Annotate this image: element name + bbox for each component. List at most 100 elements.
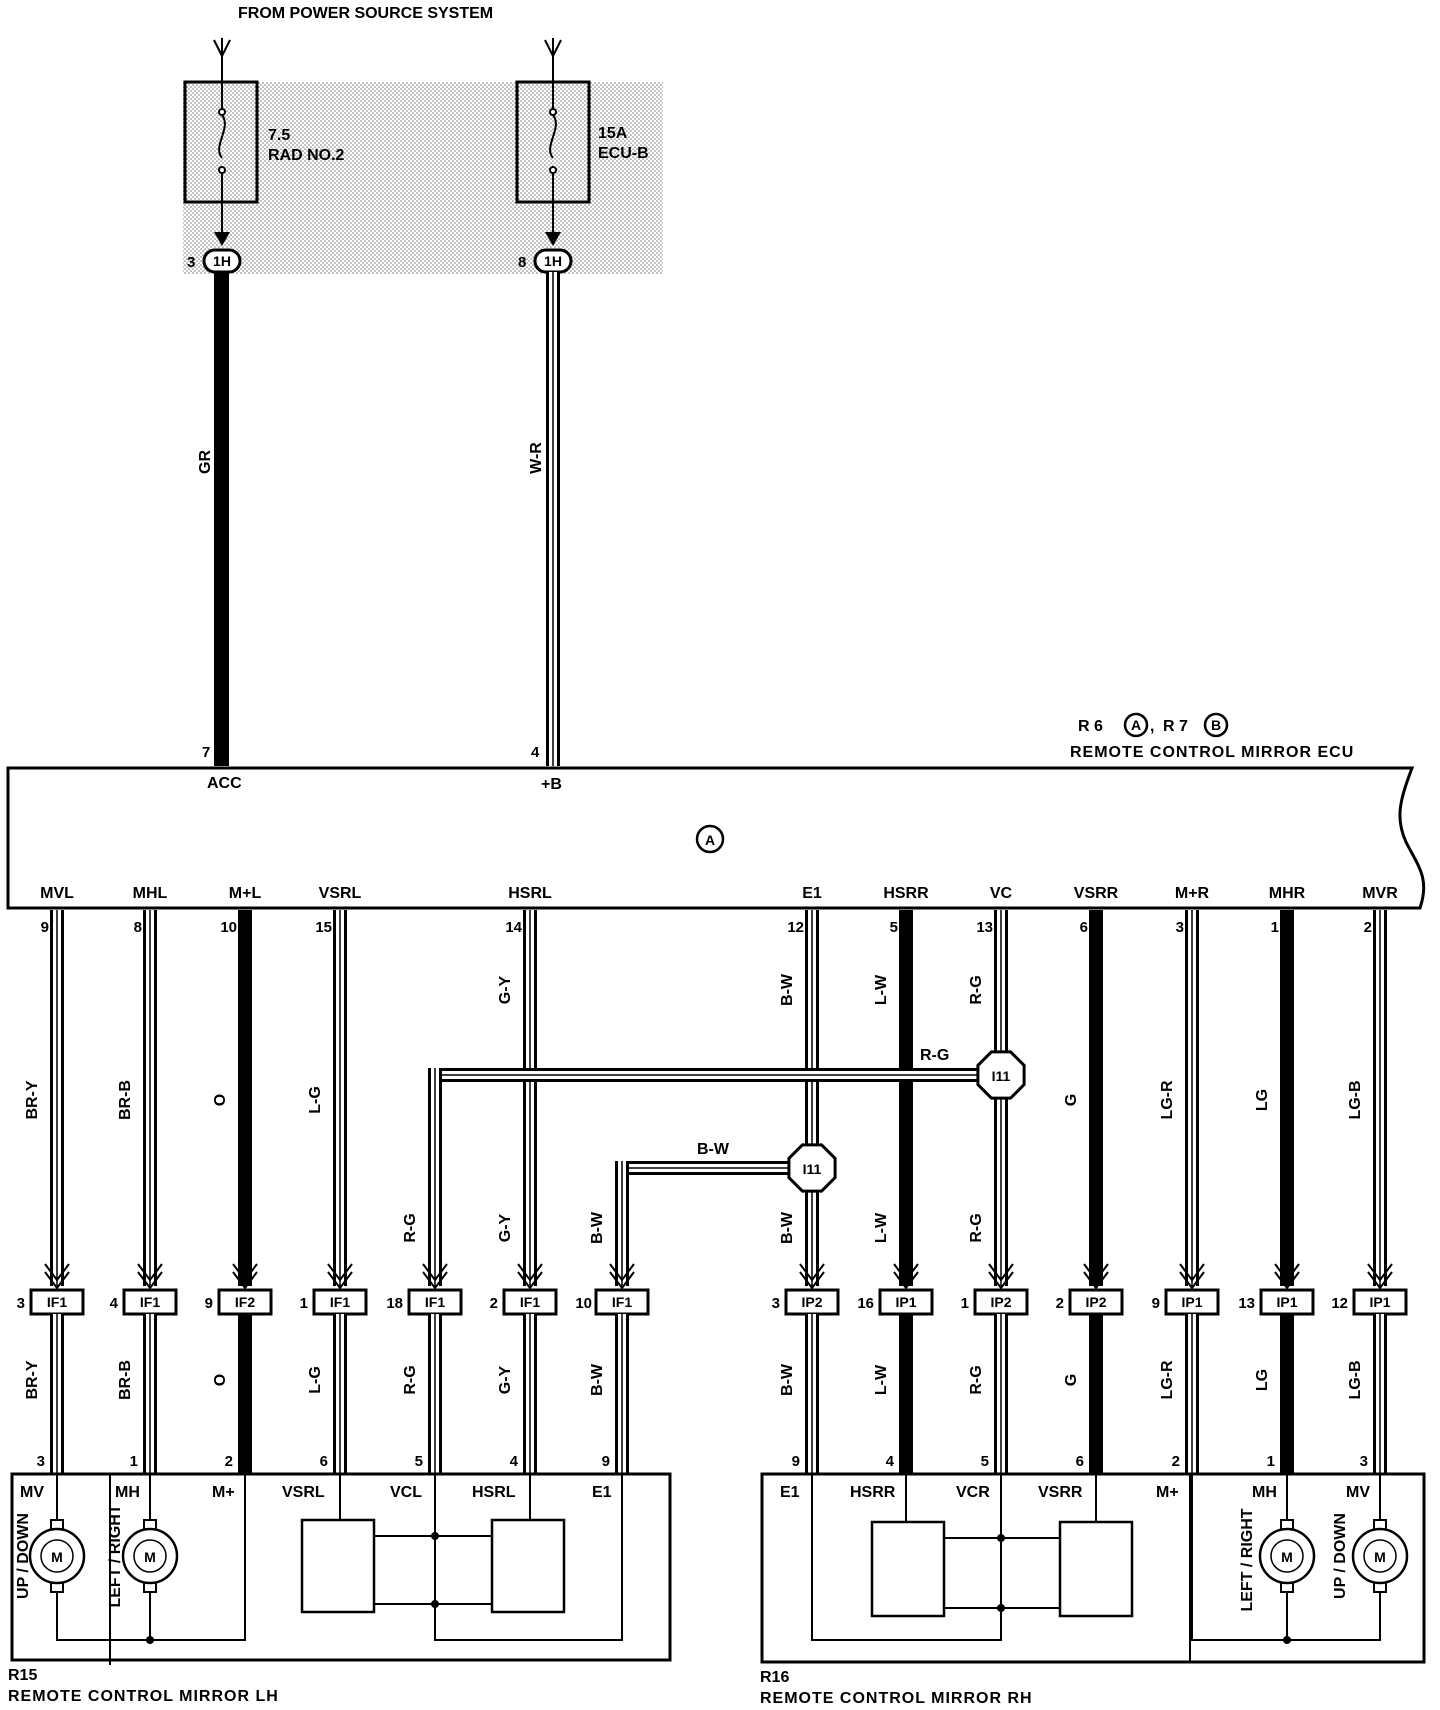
device-pin-mplusr: 2: [1172, 1453, 1180, 1470]
wire-label-lower-branch-rg: R-G: [402, 1365, 419, 1394]
mirror-lh-motor-leftright-symbol: M: [144, 1549, 156, 1565]
wire-label-upper-mhr: LG: [1254, 1089, 1271, 1111]
device-pin-mvr: 3: [1360, 1453, 1368, 1470]
wire-label-lower-vc: R-G: [968, 1365, 985, 1394]
wire-label-rg-mid: R-G: [402, 1213, 419, 1242]
wire-upper-mplusl: [238, 910, 252, 1286]
mirror-rh-box: [760, 1472, 1426, 1664]
arrow-hsrl: [517, 1263, 543, 1290]
wire-label-lower-mplusr: LG-R: [1159, 1360, 1176, 1400]
wire-label-upper-vsrl: L-G: [307, 1086, 324, 1114]
connector-pin-hsrr: 16: [857, 1295, 874, 1312]
arrow-mvr: [1367, 1263, 1393, 1290]
ecu-box: [6, 766, 1426, 910]
arrow-mplusr: [1179, 1263, 1205, 1290]
ecu-terminal-mvl: MVL: [40, 885, 74, 902]
connector-pin-mhr: 13: [1238, 1295, 1255, 1312]
connector-vsrr-label: IP2: [1085, 1294, 1106, 1310]
mirror-rh-label-updown: UP / DOWN: [1332, 1513, 1349, 1599]
ecu-pin-mhr: 1: [1271, 919, 1279, 936]
wire-label-mid-hsrr: L-W: [873, 1212, 890, 1243]
mirror-lh-terminal-vsrl: VSRL: [282, 1484, 325, 1501]
connector-pin-mplusr: 9: [1152, 1295, 1160, 1312]
mirror-lh-terminal-mplus: M+: [212, 1484, 235, 1501]
mirror-rh-label-leftright: LEFT / RIGHT: [1239, 1508, 1256, 1611]
mirror-rh-terminal-hsrr: HSRR: [850, 1484, 896, 1501]
mirror-rh-motor-updown: M: [1351, 1519, 1409, 1593]
connector-e1-label: IP2: [801, 1294, 822, 1310]
wire-label-upper-vsrr: G: [1063, 1094, 1080, 1106]
connector-pin-vsrr: 2: [1056, 1295, 1064, 1312]
connector-mplusl-label: IF2: [235, 1294, 255, 1310]
wire-lower-mplusr: [1185, 1314, 1199, 1474]
wire-label-lower-vsrr: G: [1063, 1374, 1080, 1386]
connector-pin-branch-bw: 10: [575, 1295, 592, 1312]
arrow-mhl: [137, 1263, 163, 1290]
wire-label-lower-branch-bw: B-W: [589, 1363, 606, 1396]
mirror-lh-sensor-vertical: [300, 1518, 376, 1614]
wire-upper-mplusr: [1185, 910, 1199, 1286]
wire-branch-bw-down: [615, 1161, 629, 1286]
connector-mhl: [122, 1288, 178, 1316]
ecu-pin-mvl: 9: [41, 919, 49, 936]
wire-label-upper-mvl: BR-Y: [24, 1080, 41, 1119]
connector-branch-rg: [407, 1288, 463, 1316]
arrow-e1: [799, 1263, 825, 1290]
connector-pin-mvr: 12: [1331, 1295, 1348, 1312]
wire-label-lower-e1: B-W: [779, 1363, 796, 1396]
wire-upper-mvr: [1373, 910, 1387, 1286]
ecu-pin-mvr: 2: [1364, 919, 1372, 936]
ecu-pin-mplusr: 3: [1176, 919, 1184, 936]
mirror-rh-motor-leftright-symbol: M: [1281, 1549, 1293, 1565]
mirror-lh-label-updown: UP / DOWN: [15, 1513, 32, 1599]
device-pin-branch-bw: 9: [602, 1453, 610, 1470]
wire-upper-e1: [805, 910, 819, 1286]
wire-lower-vc: [994, 1314, 1008, 1474]
wire-upper-hsrr: [899, 910, 913, 1286]
mirror-rh-wire-e1: [811, 1474, 1002, 1641]
ecu-terminal-vsrr: VSRR: [1074, 885, 1119, 902]
mirror-lh-node-vcl: [431, 1532, 439, 1540]
ecu-pin-mplusl: 10: [220, 919, 237, 936]
wire-label-lower-mhl: BR-B: [117, 1360, 134, 1400]
fuse-1-name: RAD NO.2: [268, 147, 345, 164]
mirror-lh-sensor-horizontal: [490, 1518, 566, 1614]
connector-mhr-label: IP1: [1276, 1294, 1297, 1310]
connector-pin-mvl: 3: [17, 1295, 25, 1312]
mirror-lh-ref: R15: [8, 1667, 37, 1684]
ecu-pin-e1: 12: [787, 919, 804, 936]
wire-gr-label: GR: [197, 450, 214, 474]
connector-vc-label: IP2: [990, 1294, 1011, 1310]
wire-label-top-vc: R-G: [968, 975, 985, 1004]
wire-lower-hsrr: [899, 1314, 913, 1474]
wire-gr: [214, 272, 229, 766]
connector-vsrl-label: IF1: [330, 1294, 350, 1310]
wire-label-lower-hsrl: G-Y: [497, 1365, 514, 1394]
junction-rg: [976, 1050, 1026, 1100]
device-pin-mhr: 1: [1267, 1453, 1275, 1470]
connector-e1: [784, 1288, 840, 1316]
arrow-mvl: [44, 1263, 70, 1290]
wire-lower-branch-bw: [615, 1314, 629, 1474]
connector-mvl: [29, 1288, 85, 1316]
wire-lower-e1: [805, 1314, 819, 1474]
mirror-rh-title: REMOTE CONTROL MIRROR RH: [760, 1690, 1033, 1707]
fuse-rad-no2: [183, 80, 259, 246]
ecu-terminal-mplusl: M+L: [229, 885, 262, 902]
connector-pin-mplusl: 9: [205, 1295, 213, 1312]
arrow-hsrr: [893, 1263, 919, 1290]
connector-mplusl: [217, 1288, 273, 1316]
arrow-vsrr: [1083, 1263, 1109, 1290]
wire-label-top-hsrr: L-W: [873, 974, 890, 1005]
mirror-lh-terminal-mv: MV: [20, 1484, 44, 1501]
fuse-ecu-b: [515, 80, 591, 246]
ecu-terminal-acc: ACC: [207, 775, 242, 792]
wire-branch-rg-down: [428, 1068, 442, 1286]
device-pin-mvl: 3: [37, 1453, 45, 1470]
wire-label-lower-mplusl: O: [212, 1374, 229, 1386]
ecu-center-mark: A: [705, 832, 715, 848]
wire-label-upper-mplusr: LG-R: [1159, 1080, 1176, 1120]
wire-label-mid-vc: R-G: [968, 1213, 985, 1242]
wire-label-mid-e1: B-W: [779, 1211, 796, 1244]
ecu-terminal-b: +B: [541, 776, 562, 793]
